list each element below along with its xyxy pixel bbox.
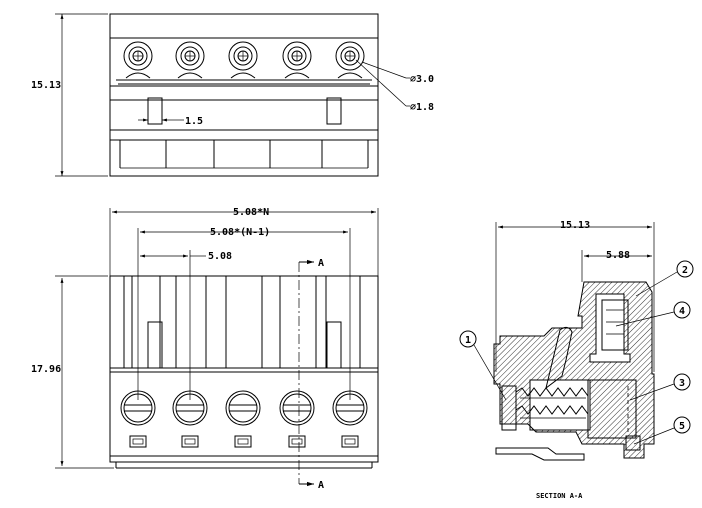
callout-2: 2: [635, 260, 694, 297]
front-screw-5: [332, 390, 368, 448]
pin-socket: [601, 299, 629, 351]
latch-lever: [545, 326, 573, 390]
pitch-span-dimension: 5.08*(N-1): [210, 227, 270, 238]
top-hole-2: [175, 41, 205, 79]
section-base: [495, 447, 585, 461]
section-caption: SECTION A-A: [536, 492, 583, 500]
hole-inner-diameter-label: ⌀1.8: [410, 102, 434, 113]
top-height-dimension: 15.13: [31, 80, 61, 91]
svg-text:2: 2: [682, 265, 688, 276]
hole-outer-diameter-label: ⌀3.0: [410, 74, 434, 85]
pitch-dimension: 5.08: [208, 251, 232, 262]
front-screws: [120, 390, 368, 448]
terminal-slot: [625, 435, 641, 451]
front-ribs: [123, 276, 361, 368]
front-screw-1: [120, 390, 156, 448]
front-screw-3: [225, 390, 261, 448]
front-height-dimension: 17.96: [31, 364, 61, 375]
section-marker-bottom: A: [318, 480, 324, 491]
svg-text:5: 5: [679, 421, 685, 432]
svg-text:3: 3: [679, 378, 685, 389]
section-inner-width-dimension: 5.88: [606, 250, 630, 261]
top-hole-4: [282, 41, 312, 79]
section-marker-top: A: [318, 258, 324, 269]
top-bottom-cells: [119, 140, 369, 168]
front-screw-4: [279, 390, 315, 448]
top-screw-holes: [123, 41, 365, 79]
top-hole-1: [123, 41, 153, 79]
top-hole-3: [228, 41, 258, 79]
front-screw-2: [172, 390, 208, 448]
overall-width-dimension: 5.08*N: [233, 207, 269, 218]
gap-dimension: 1.5: [185, 116, 203, 127]
top-hole-5: [335, 41, 365, 79]
front-view: 5.08*N 5.08*(N-1) 5.08: [31, 207, 379, 491]
section-width-dimension: 15.13: [560, 220, 590, 231]
top-latch-tabs: [147, 97, 342, 125]
callout-3: 3: [629, 373, 691, 401]
callout-5: 5: [633, 416, 691, 445]
section-housing: [493, 281, 655, 459]
svg-text:4: 4: [679, 306, 685, 317]
callout-1: 1: [459, 330, 507, 401]
section-screw: [501, 385, 589, 431]
callout-4: 4: [615, 301, 691, 327]
front-latch-tabs: [147, 321, 342, 369]
svg-text:1: 1: [465, 335, 471, 346]
section-view: 15.13 5.88 1 2: [459, 220, 694, 500]
top-view: 15.13 ⌀3.0 ⌀1.8 1.5: [31, 13, 434, 177]
